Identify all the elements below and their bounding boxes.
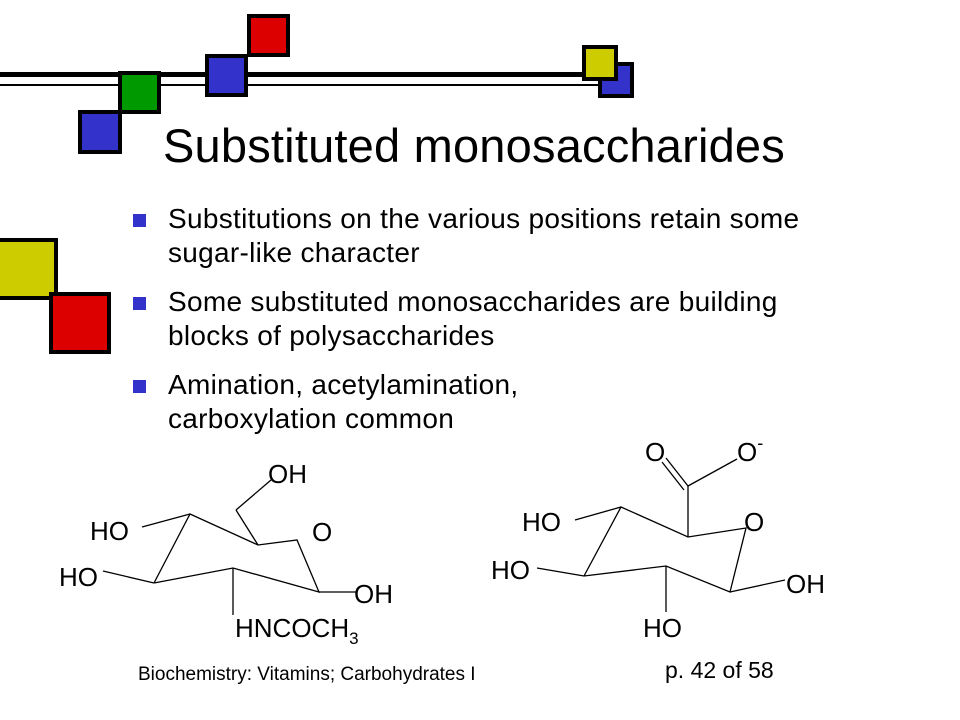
- blue-square-left: [78, 110, 122, 154]
- slide-title: Substituted monosaccharides: [163, 119, 785, 172]
- carboxylate-oxygen-label: O-: [737, 433, 763, 467]
- bullet-list: Substitutions on the various positions r…: [132, 202, 852, 451]
- footer-page-number: p. 42 of 58: [665, 657, 774, 683]
- bond: [235, 479, 272, 511]
- carbonyl-oxygen-label: O: [645, 437, 665, 467]
- ring-oxygen-label: O: [312, 517, 332, 547]
- bullet-item: Amination, acetylamination, carboxylatio…: [132, 368, 648, 436]
- top-rule-thin: [0, 84, 612, 86]
- red-square-left: [49, 292, 111, 354]
- ho-label: HO: [90, 516, 129, 546]
- ho-label: HO: [643, 613, 682, 643]
- bond: [583, 506, 747, 593]
- ho-label: HO: [522, 507, 561, 537]
- oh-label: OH: [354, 579, 393, 609]
- structure-glucuronate: O O- O HO HO OH HO: [491, 433, 825, 643]
- bond: [102, 570, 155, 584]
- ho-label: HO: [59, 562, 98, 592]
- ho-label: HO: [491, 555, 530, 585]
- footer-course-title: Biochemistry: Vitamins; Carbohydrates I: [138, 664, 476, 685]
- bond: [141, 513, 191, 528]
- bond: [665, 457, 689, 487]
- oh-label: OH: [268, 459, 307, 489]
- structure-n-acetylglucosamine: OH O HO HO OH HNCOCH3: [59, 459, 393, 648]
- square-bullet-icon: [133, 214, 146, 227]
- bullet-text: Some substituted monosaccharides are bui…: [168, 286, 778, 351]
- bullet-item: Substitutions on the various positions r…: [132, 202, 852, 270]
- bullet-text: Substitutions on the various positions r…: [168, 203, 800, 268]
- oh-label: OH: [786, 569, 825, 599]
- bond: [153, 513, 321, 593]
- hncoch3-label: HNCOCH3: [235, 613, 359, 648]
- bond: [687, 458, 738, 487]
- bond: [729, 579, 786, 593]
- red-square-top: [247, 14, 290, 57]
- square-bullet-icon: [133, 380, 146, 393]
- bullet-item: Some substituted monosaccharides are bui…: [132, 285, 852, 353]
- bond: [574, 506, 622, 521]
- bond: [661, 461, 685, 491]
- bond: [235, 509, 259, 546]
- yellow-square-right: [582, 45, 618, 81]
- bullet-text: Amination, acetylamination, carboxylatio…: [168, 369, 519, 434]
- square-bullet-icon: [133, 297, 146, 310]
- yellow-square-left: [0, 238, 58, 300]
- green-square: [118, 71, 161, 114]
- ring-oxygen-label: O: [744, 507, 764, 537]
- bond: [536, 567, 585, 577]
- top-rule-thick: [0, 72, 612, 77]
- blue-square-top: [205, 54, 248, 97]
